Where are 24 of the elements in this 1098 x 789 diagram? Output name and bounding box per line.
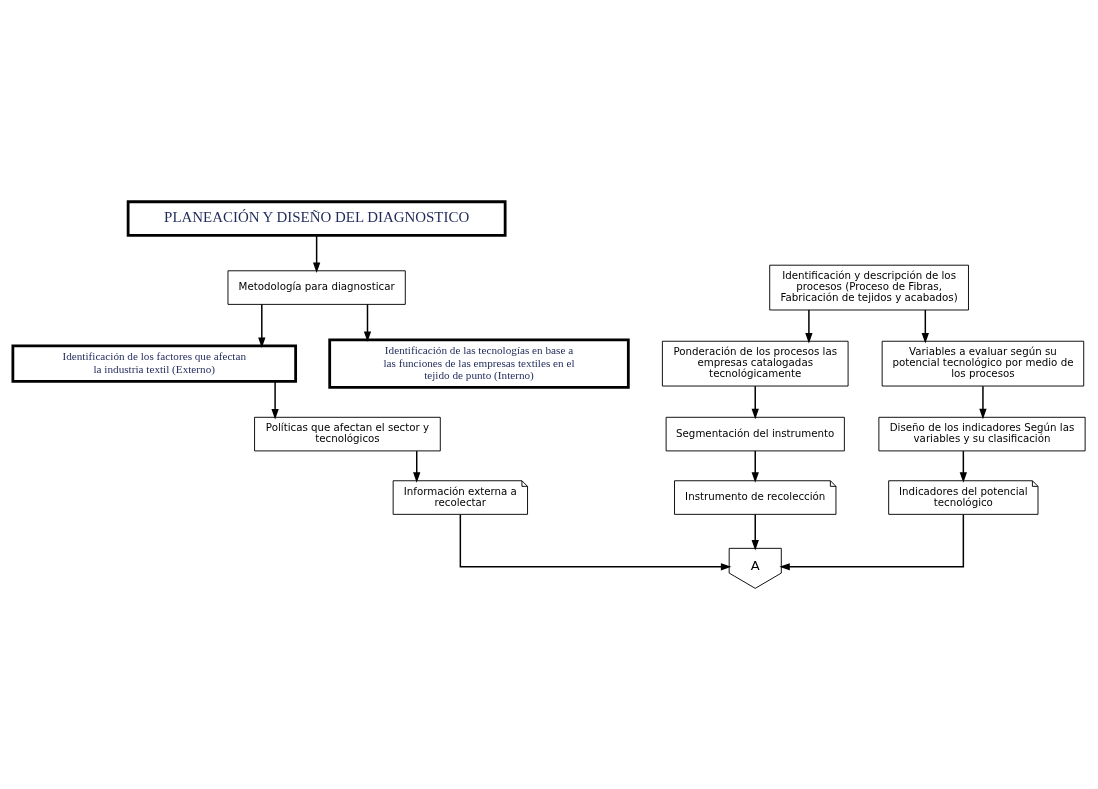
arrow bbox=[779, 513, 965, 570]
arrow bbox=[751, 449, 759, 483]
arrow bbox=[271, 380, 279, 420]
node-box: Políticas que afectan el sector y tecnológicos bbox=[254, 416, 441, 451]
node-box: Variables a evaluar según su potencial tecnológico por medio de los procesos bbox=[881, 340, 1085, 386]
node-box: Diseño de los indicadores Según las variables y su clasificación bbox=[878, 416, 1086, 451]
node-box: Ponderación de los procesos las empresas catalogadas tecnológicamente bbox=[661, 340, 849, 386]
arrow bbox=[805, 308, 813, 343]
node-box: Identificación de las tecnologías en base a las funciones de las empresas textiles en el tejido de punto (Interno) bbox=[328, 337, 630, 389]
node-box: PLANEACIÓN Y DISEÑO DEL DIAGNOSTICO bbox=[126, 199, 507, 237]
node-box: Identificación de los factores que afectan la industria textil (Externo) bbox=[11, 344, 298, 383]
node-box: Metodología para diagnosticar bbox=[227, 269, 406, 305]
arrow bbox=[363, 303, 372, 342]
node-box: Segmentación del instrumento bbox=[665, 416, 845, 451]
arrow bbox=[459, 513, 732, 570]
arrow bbox=[312, 234, 321, 273]
arrow bbox=[751, 385, 759, 419]
arrow bbox=[979, 385, 987, 419]
arrow bbox=[959, 449, 967, 483]
arrow bbox=[921, 308, 929, 343]
node-box: Identificación y descripción de los procesos (Proceso de Fibras, Fabricación de tejidos y acabados) bbox=[769, 264, 969, 310]
arrow bbox=[258, 303, 266, 348]
arrow bbox=[413, 449, 421, 483]
arrow bbox=[751, 513, 759, 550]
